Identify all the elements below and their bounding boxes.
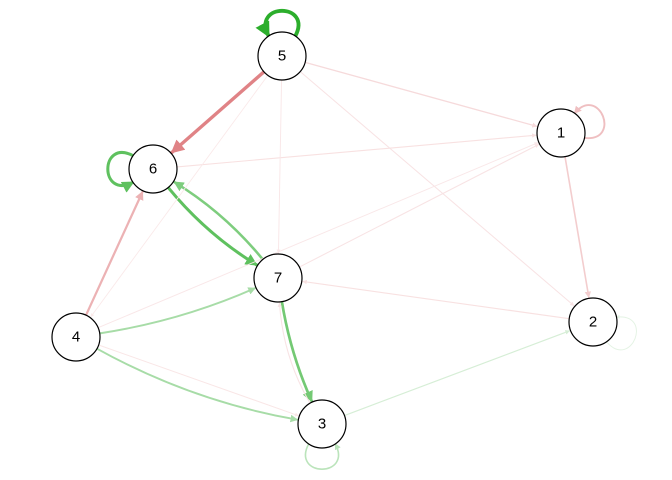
edge-4-to-1 (97, 142, 539, 329)
node-circle (257, 31, 307, 81)
edge-4-to-7 (98, 287, 257, 335)
edge-5-to-4 (90, 74, 269, 318)
edge-6-to-7 (166, 186, 259, 267)
node-label: 5 (278, 48, 286, 65)
node-4: 4 (51, 312, 101, 362)
node-circle (51, 312, 101, 362)
edge-3-to-7 (277, 302, 311, 404)
node-circle (128, 144, 178, 194)
edge-5-to-6 (170, 70, 266, 155)
node-label: 1 (557, 125, 565, 142)
edge-4-to-6 (84, 190, 144, 317)
node-label: 2 (589, 314, 597, 331)
node-label: 7 (274, 270, 282, 287)
edge-7-to-6 (173, 180, 265, 261)
edge-2-to-7 (302, 279, 570, 320)
self-loop-edge-1 (573, 104, 606, 139)
self-loop-edge-5 (255, 8, 301, 39)
node-circle (253, 253, 303, 303)
edge-1-to-2 (564, 155, 592, 299)
node-circle (297, 399, 347, 449)
node-label: 4 (72, 329, 80, 346)
edge-7-to-1 (298, 143, 540, 268)
edge-4-to-3 (96, 347, 299, 423)
node-5: 5 (257, 31, 307, 81)
edges-layer (84, 8, 637, 470)
self-loop-edge-2 (605, 314, 637, 351)
edge-5-to-7 (276, 79, 283, 254)
node-7: 7 (253, 253, 303, 303)
self-loop-edge-3 (304, 442, 341, 470)
node-label: 3 (318, 416, 326, 433)
edge-5-to-1 (304, 61, 538, 128)
edge-6-to-1 (176, 133, 537, 168)
node-label: 6 (149, 161, 157, 178)
edge-3-to-2 (343, 330, 571, 417)
edge-4-to-3 (98, 344, 299, 417)
node-6: 6 (128, 144, 178, 194)
node-1: 1 (536, 108, 586, 158)
nodes-layer: 1 2 3 4 5 6 7 (51, 31, 618, 449)
node-2: 2 (568, 297, 618, 347)
edge-7-to-3 (280, 300, 314, 403)
self-loop-edge-6 (106, 151, 135, 193)
node-circle (536, 108, 586, 158)
node-3: 3 (297, 399, 347, 449)
edge-5-to-2 (299, 71, 575, 307)
node-circle (568, 297, 618, 347)
